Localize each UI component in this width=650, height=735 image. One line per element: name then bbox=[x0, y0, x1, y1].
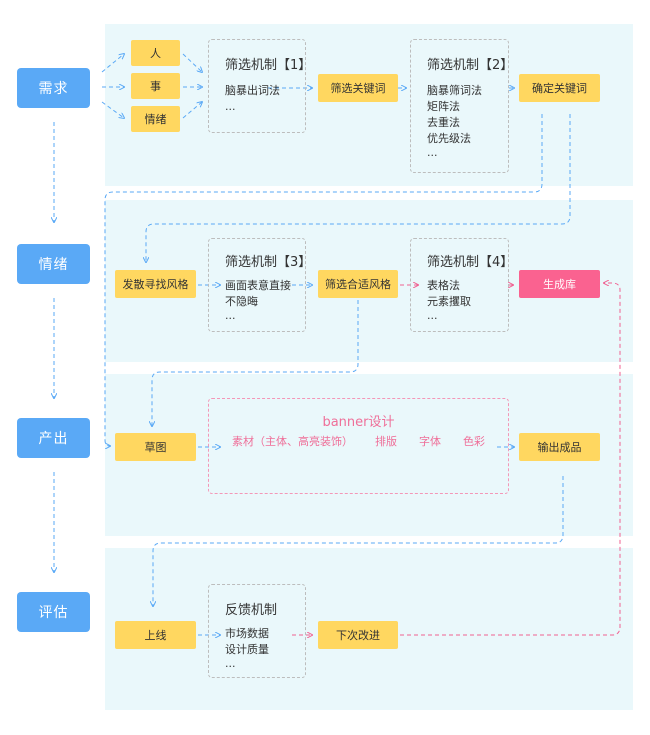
mechanism-3-title: 筛选机制【3】 bbox=[225, 255, 312, 270]
mechanism-1-title: 筛选机制【1】 bbox=[225, 58, 312, 73]
mechanism-2-line: 矩阵法 bbox=[427, 100, 460, 113]
banner-design-title: banner设计 bbox=[322, 415, 395, 430]
stage-evaluate: 评估 bbox=[17, 592, 90, 632]
banner-design-items: 素材（主体、高亮装饰） 排版 字体 色彩 bbox=[209, 433, 508, 449]
mechanism-1-line: 脑暴出词法 bbox=[225, 84, 280, 97]
stage-demand: 需求 bbox=[17, 68, 90, 108]
mechanism-2-line: 脑暴筛词法 bbox=[427, 84, 482, 97]
banner-design-box: banner设计 素材（主体、高亮装饰） 排版 字体 色彩 bbox=[208, 398, 509, 494]
banner-item-color: 色彩 bbox=[463, 435, 485, 448]
mechanism-2-line: ... bbox=[427, 146, 438, 159]
node-people: 人 bbox=[131, 40, 180, 66]
node-generate-library: 生成库 bbox=[519, 270, 600, 298]
node-next-improvement: 下次改进 bbox=[318, 621, 398, 649]
node-output-product: 输出成品 bbox=[519, 433, 600, 461]
mechanism-2-title: 筛选机制【2】 bbox=[427, 58, 514, 73]
feedback-line: 市场数据 bbox=[225, 627, 269, 640]
banner-item-layout: 排版 bbox=[375, 435, 397, 448]
feedback-mechanism-title: 反馈机制 bbox=[225, 603, 278, 618]
mechanism-3-box: 筛选机制【3】 画面表意直接 不隐晦 ... bbox=[208, 238, 312, 332]
stage-output: 产出 bbox=[17, 418, 90, 458]
node-filter-style: 筛选合适风格 bbox=[318, 270, 398, 298]
band-demand bbox=[105, 24, 633, 186]
banner-item-material: 素材（主体、高亮装饰） bbox=[232, 435, 353, 448]
feedback-line: 设计质量 bbox=[225, 643, 269, 656]
node-matter: 事 bbox=[131, 73, 180, 99]
mechanism-3-line: ... bbox=[225, 309, 236, 322]
mechanism-2-line: 优先级法 bbox=[427, 132, 471, 145]
node-emotion: 情绪 bbox=[131, 106, 180, 132]
mechanism-3-line: 画面表意直接 bbox=[225, 279, 291, 292]
mechanism-1-line: ... bbox=[225, 100, 236, 113]
mechanism-4-line: 元素攫取 bbox=[427, 295, 471, 308]
mechanism-4-line: ... bbox=[427, 309, 438, 322]
feedback-mechanism-box: 反馈机制 市场数据 设计质量 ... bbox=[208, 584, 306, 678]
node-sketch: 草图 bbox=[115, 433, 196, 461]
mechanism-3-line: 不隐晦 bbox=[225, 295, 258, 308]
node-filter-keywords: 筛选关键词 bbox=[318, 74, 398, 102]
node-confirm-keywords: 确定关键词 bbox=[519, 74, 600, 102]
node-launch: 上线 bbox=[115, 621, 196, 649]
stage-emotion: 情绪 bbox=[17, 244, 90, 284]
mechanism-4-title: 筛选机制【4】 bbox=[427, 255, 514, 270]
mechanism-2-line: 去重法 bbox=[427, 116, 460, 129]
mechanism-4-line: 表格法 bbox=[427, 279, 460, 292]
mechanism-1-box: 筛选机制【1】 脑暴出词法 ... bbox=[208, 39, 312, 133]
node-diverge-style: 发散寻找风格 bbox=[115, 270, 196, 298]
mechanism-4-box: 筛选机制【4】 表格法 元素攫取 ... bbox=[410, 238, 514, 332]
banner-item-font: 字体 bbox=[419, 435, 441, 448]
mechanism-2-box: 筛选机制【2】 脑暴筛词法 矩阵法 去重法 优先级法 ... bbox=[410, 39, 514, 173]
feedback-line: ... bbox=[225, 657, 236, 670]
